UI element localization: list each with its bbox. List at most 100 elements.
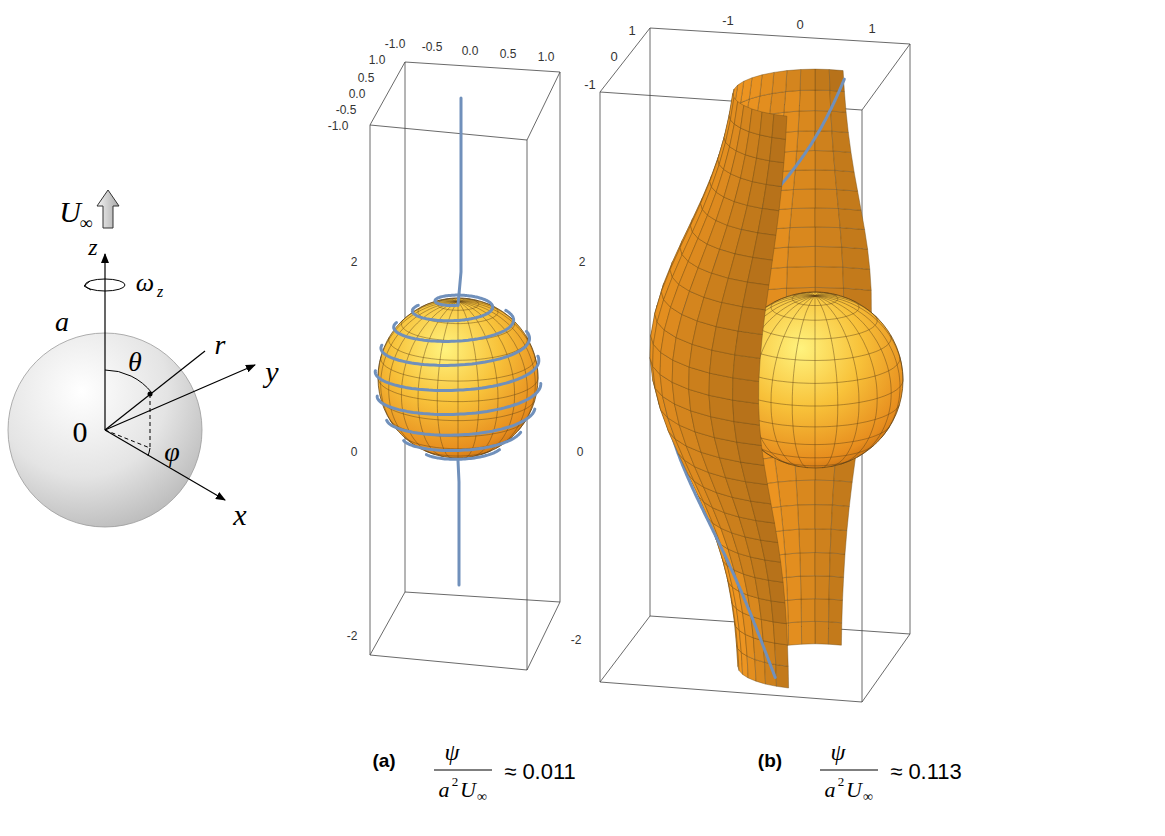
plot-box <box>600 616 650 682</box>
streamline <box>394 310 514 341</box>
sphere <box>378 298 538 458</box>
grid-line <box>801 293 815 296</box>
tick-label: -1 <box>584 78 596 91</box>
stream-surface <box>762 184 781 210</box>
tick-label: 0.0 <box>462 45 479 57</box>
x-axis <box>105 430 225 500</box>
stream-surface <box>733 355 760 382</box>
stream-surface <box>751 501 775 523</box>
grid-line <box>815 296 838 468</box>
stream-surface <box>757 135 772 161</box>
streamline <box>375 356 539 390</box>
subscript: z <box>157 284 163 300</box>
superscript: 2 <box>838 775 845 788</box>
plot-box <box>370 592 405 655</box>
tick-label: 0 <box>351 446 358 458</box>
z-axis <box>104 254 105 430</box>
tick-label: 2 <box>579 256 586 268</box>
stream-surface <box>835 170 858 191</box>
tick-label: -0.5 <box>336 104 357 116</box>
grid-line <box>815 296 816 468</box>
stream-surface <box>772 114 787 139</box>
angle-symbol: φ <box>164 438 180 466</box>
streamline <box>377 384 541 415</box>
plot-box <box>600 682 862 702</box>
stream-surface <box>800 553 815 577</box>
tick-label: -2 <box>347 630 358 642</box>
stream-surface <box>831 111 849 133</box>
velocity-symbol: U <box>59 197 81 227</box>
stream-surface <box>770 137 786 162</box>
stream-surface <box>815 90 831 111</box>
rotation-arrow <box>85 279 125 291</box>
stream-surface <box>790 208 815 228</box>
stream-surface <box>783 529 800 554</box>
panel-b <box>600 28 910 702</box>
flow-arrow <box>97 190 119 228</box>
plot-box <box>527 602 560 670</box>
stream-surface <box>815 621 829 644</box>
tick-label: 1.0 <box>538 51 555 63</box>
tick-label: -1.0 <box>328 120 349 132</box>
superscript: 2 <box>452 775 459 788</box>
tick-label: 0 <box>796 18 803 31</box>
stream-surface <box>738 307 765 335</box>
stream-surface <box>760 112 774 137</box>
stream-surface <box>758 209 779 236</box>
tick-label: 2 <box>351 256 358 268</box>
stream-surface <box>788 622 801 646</box>
stream-surface <box>815 189 838 209</box>
projection-line <box>150 394 151 448</box>
plot-box <box>405 592 560 602</box>
stream-surface <box>832 481 852 507</box>
grid-line <box>438 300 458 302</box>
streamline <box>387 409 535 435</box>
stream-surface <box>788 599 802 623</box>
plot-box <box>527 72 560 140</box>
stream-surface <box>830 529 847 554</box>
plot-box <box>600 28 650 92</box>
stream-surface <box>755 660 766 685</box>
tick-label: 0.5 <box>500 48 517 60</box>
origin-label: 0 <box>73 417 88 447</box>
stream-surface <box>815 170 837 190</box>
projection-line <box>105 430 150 448</box>
grid-line <box>815 296 877 464</box>
formula-denominator: U <box>846 779 862 801</box>
stream-surface <box>786 576 801 600</box>
stream-surface <box>843 267 871 290</box>
subscript: ∞ <box>477 790 487 804</box>
stream-surface <box>792 189 815 209</box>
stream-surface <box>793 170 815 190</box>
axis-label: x <box>233 500 246 530</box>
streamline <box>412 295 492 321</box>
stream-surface <box>735 331 763 358</box>
stream-surface <box>815 151 835 171</box>
stream-surface <box>829 599 843 623</box>
stream-surface <box>829 576 844 600</box>
stream-surface <box>798 111 815 132</box>
tick-label: 1 <box>628 24 635 37</box>
radius-line <box>105 351 205 430</box>
stream-surface <box>815 529 831 553</box>
tick-label: 0 <box>610 50 617 63</box>
plot-box <box>405 62 560 72</box>
grid-line <box>389 302 458 449</box>
streamline <box>426 450 499 460</box>
stream-surface <box>838 209 864 230</box>
tick-label: -1 <box>722 14 734 27</box>
grid-line <box>815 296 878 319</box>
stream-surface <box>712 327 738 355</box>
stream-surface <box>737 442 765 465</box>
stream-surface <box>734 422 762 446</box>
sphere <box>727 292 903 468</box>
stream-surface <box>815 505 832 530</box>
streamline <box>839 79 844 92</box>
stream-surface <box>799 90 815 111</box>
stream-surface <box>815 576 830 599</box>
plot-box <box>910 44 911 634</box>
tick-label: -2 <box>571 634 582 646</box>
stream-surface <box>831 505 849 530</box>
grid-line <box>446 299 458 302</box>
phi-arc <box>148 448 150 456</box>
